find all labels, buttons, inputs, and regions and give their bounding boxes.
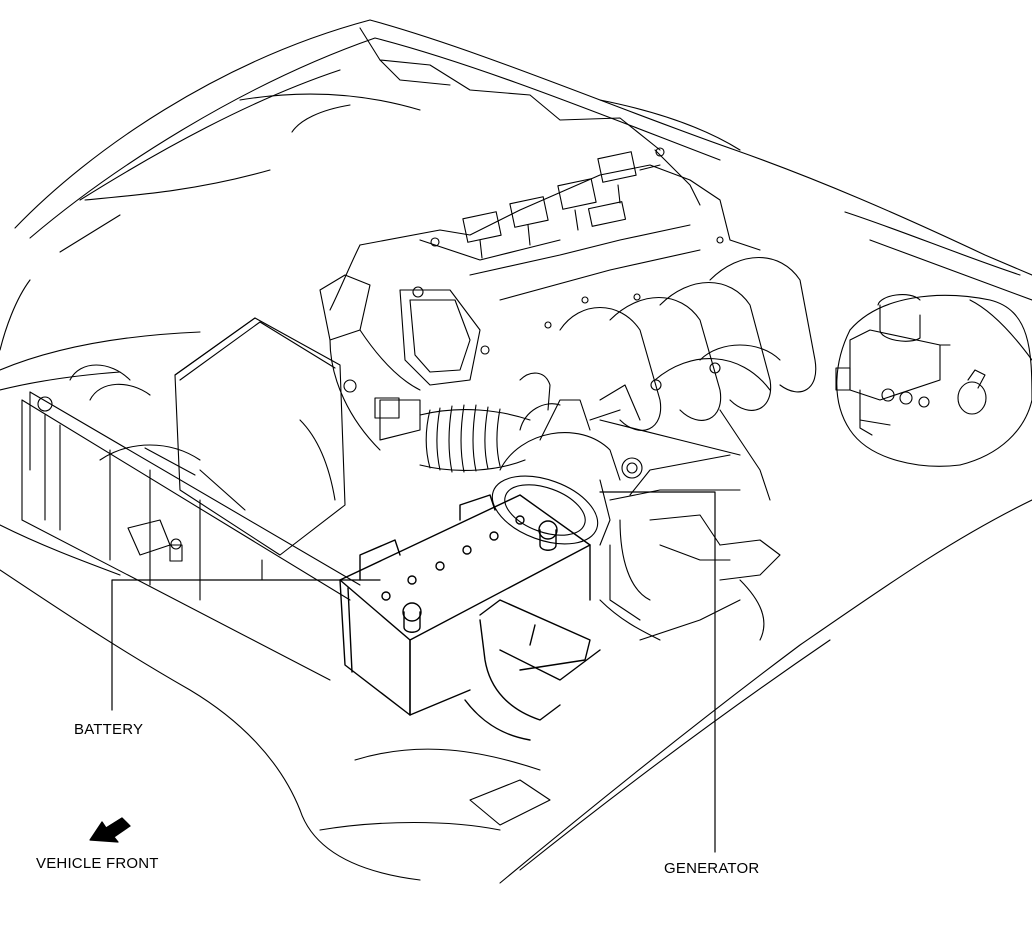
misc-hoses — [99, 419, 741, 641]
battery-label: BATTERY — [74, 721, 144, 738]
battery-leader-line — [111, 579, 381, 711]
engine-head — [329, 147, 761, 329]
throttle-body — [319, 274, 551, 451]
generator-leader-line — [599, 491, 716, 853]
vehicle-front-label: VEHICLE FRONT — [36, 855, 159, 872]
arrow-front-left-icon — [89, 817, 131, 843]
intake-manifold — [559, 257, 817, 501]
radiator — [21, 364, 361, 681]
generator-label: GENERATOR — [664, 860, 760, 877]
battery-illustration — [339, 494, 601, 741]
body-outline — [0, 19, 1032, 884]
air-intake-hose — [374, 397, 531, 473]
cowl-lines — [359, 27, 741, 206]
generator-illustration — [491, 384, 781, 641]
brake-booster — [835, 294, 1032, 467]
leader-lines — [111, 491, 716, 853]
